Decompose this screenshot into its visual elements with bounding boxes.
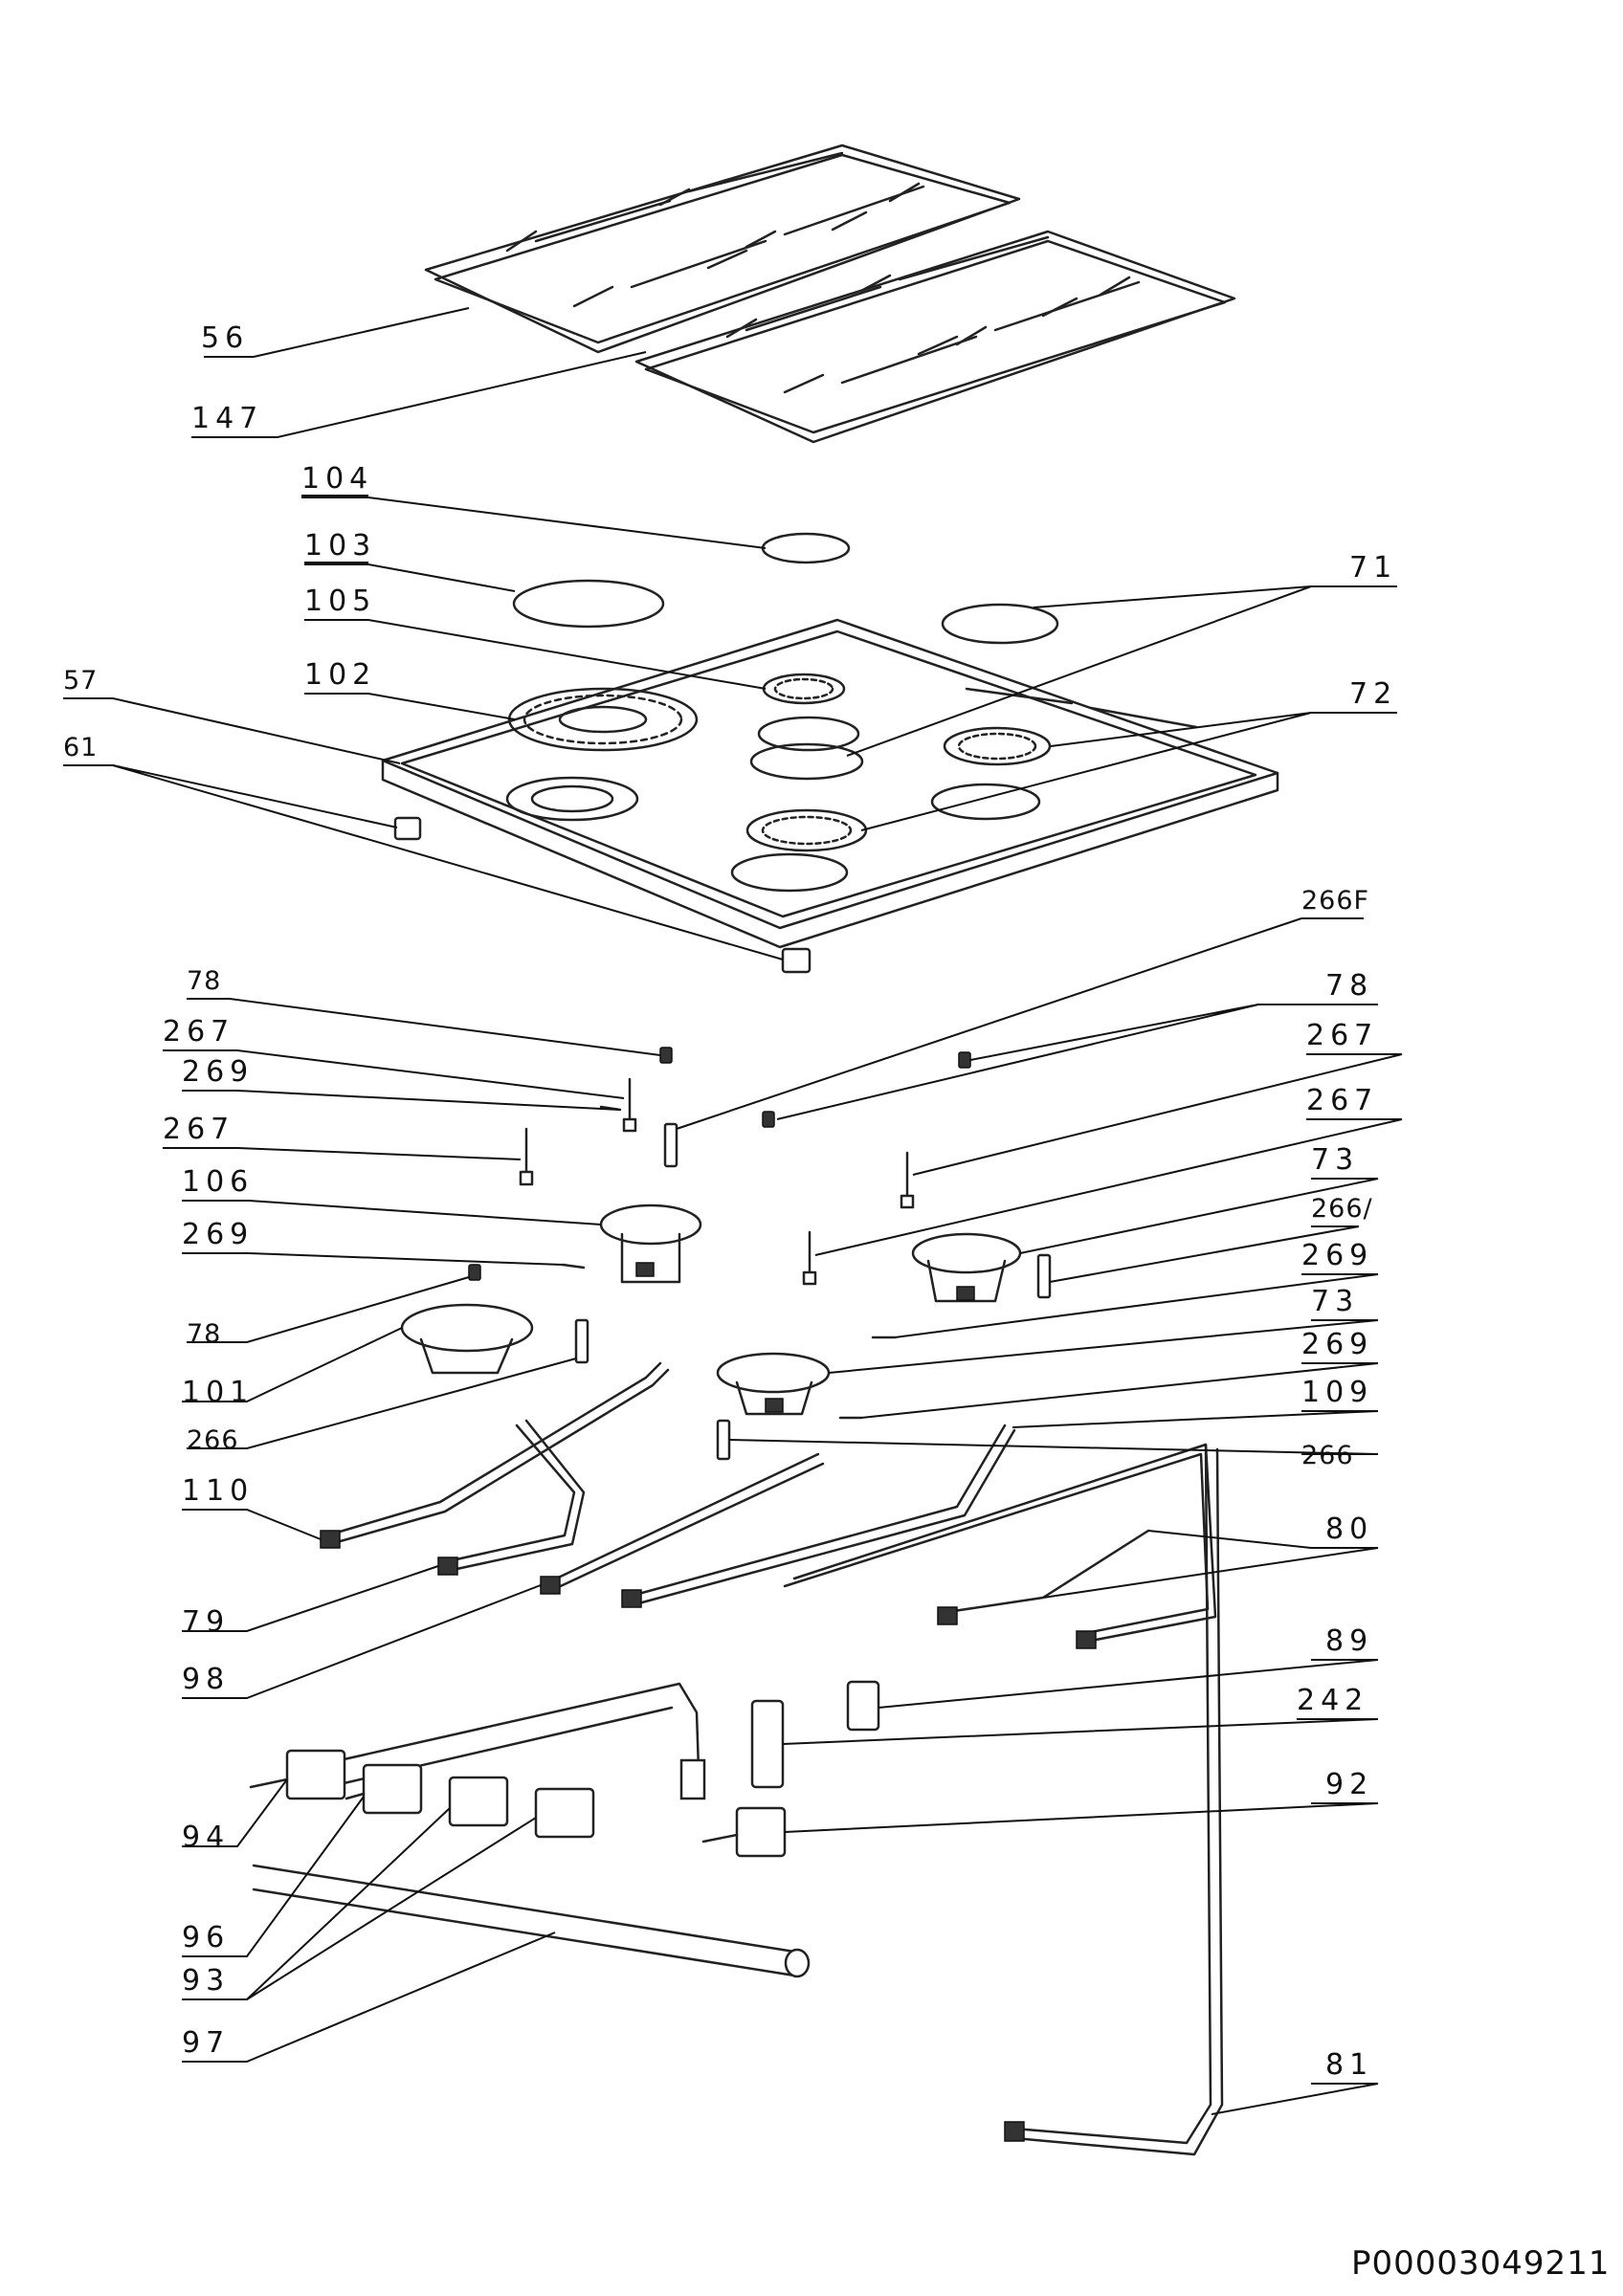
- burner-base-73-right: [911, 1232, 1022, 1303]
- label-101: 101: [182, 1376, 254, 1409]
- label-102: 102: [304, 658, 376, 692]
- clip-269-b: [561, 1263, 586, 1269]
- label-79: 79: [182, 1605, 230, 1639]
- hob-top-panel: [381, 618, 1279, 949]
- burner-base-73-center: [716, 1352, 831, 1416]
- thermocouple-266F: [663, 1122, 678, 1168]
- label-109: 109: [1301, 1376, 1373, 1409]
- gas-inlet-242: [750, 1699, 785, 1789]
- burner-crown-small: [762, 673, 846, 705]
- label-242: 242: [1297, 1684, 1368, 1717]
- label-92: 92: [1325, 1768, 1373, 1801]
- label-266-left: 266: [187, 1425, 239, 1455]
- burner-cap-small: [761, 532, 851, 564]
- gas-pipe-109: [621, 1424, 1016, 1608]
- gas-pipe-110: [320, 1361, 670, 1549]
- label-73-right: 73: [1311, 1143, 1359, 1177]
- gas-pipe-79: [437, 1419, 586, 1576]
- fixing-clip-front: [781, 947, 812, 974]
- label-81: 81: [1325, 2048, 1373, 2082]
- label-269-right-2: 269: [1301, 1328, 1373, 1361]
- label-78-left: 78: [187, 966, 221, 996]
- label-269-left: 269: [182, 1055, 254, 1089]
- injector-78-right: [958, 1051, 971, 1069]
- label-266-right-1: 266/: [1311, 1194, 1373, 1224]
- label-72: 72: [1349, 677, 1397, 711]
- label-93: 93: [182, 1964, 230, 1998]
- gas-tap-96: [345, 1763, 423, 1815]
- electrode-267-c: [900, 1151, 915, 1209]
- label-267-right-1: 267: [1306, 1019, 1378, 1052]
- gas-tap-93-a: [448, 1776, 509, 1827]
- label-98: 98: [182, 1663, 230, 1696]
- gas-connector-89: [846, 1680, 880, 1732]
- gas-pipe-98: [540, 1452, 825, 1595]
- burner-base-106: [599, 1203, 702, 1284]
- burner-crown-center: [745, 808, 868, 852]
- burner-crown-right: [943, 726, 1052, 766]
- thermocouple-266-right: [1036, 1253, 1052, 1299]
- label-80: 80: [1325, 1512, 1373, 1546]
- label-147: 147: [191, 402, 263, 435]
- manifold-pipe-97: [252, 1864, 811, 1978]
- gas-valve-92: [701, 1806, 787, 1858]
- label-57: 57: [63, 666, 98, 695]
- label-104: 104: [301, 462, 373, 496]
- document-code: P00003049211: [1351, 2244, 1611, 2283]
- thermocouple-266-center: [716, 1419, 731, 1461]
- burner-cap-center: [749, 742, 864, 781]
- label-78-lower: 78: [187, 1319, 221, 1349]
- label-78-right: 78: [1325, 969, 1373, 1003]
- label-266F: 266F: [1301, 886, 1369, 916]
- electrode-267-b: [519, 1127, 534, 1186]
- electrode-267-a: [622, 1077, 637, 1133]
- label-269-right-1: 269: [1301, 1239, 1373, 1272]
- thermocouple-266-left: [574, 1318, 589, 1364]
- label-94: 94: [182, 1821, 230, 1854]
- fixing-clip-left: [393, 816, 422, 841]
- gas-tap-94: [249, 1749, 346, 1800]
- burner-base-101: [400, 1303, 534, 1375]
- label-103: 103: [304, 529, 376, 563]
- label-56: 56: [201, 321, 249, 355]
- burner-cap-right: [941, 603, 1059, 645]
- label-73-lower: 73: [1311, 1285, 1359, 1318]
- label-267-right-2: 267: [1306, 1084, 1378, 1117]
- label-61: 61: [63, 733, 98, 762]
- label-96: 96: [182, 1921, 230, 1954]
- electrode-267-d: [802, 1230, 817, 1286]
- burner-crown-large: [507, 687, 699, 752]
- gas-pipe-81: [1004, 1443, 1224, 2156]
- label-267-left: 267: [163, 1015, 234, 1049]
- gas-tap-93-b: [534, 1787, 595, 1839]
- burner-cap-large: [512, 579, 665, 629]
- label-97: 97: [182, 2026, 230, 2060]
- injector-78-left: [659, 1047, 673, 1064]
- label-267-left-b: 267: [163, 1113, 234, 1146]
- injector-78-lower: [468, 1264, 481, 1281]
- pan-support-left: [424, 144, 1021, 354]
- leader-lines: [63, 307, 1403, 2115]
- part-labels: 56 147 104 103 71 105 102 72 57 61 266F …: [63, 321, 1397, 2082]
- label-110: 110: [182, 1474, 254, 1508]
- label-269-left-b: 269: [182, 1218, 254, 1251]
- label-89: 89: [1325, 1624, 1373, 1658]
- label-106: 106: [182, 1165, 254, 1199]
- label-71: 71: [1349, 551, 1397, 585]
- pan-support-right: [634, 230, 1236, 444]
- label-105: 105: [304, 585, 376, 618]
- injector-center: [762, 1111, 775, 1128]
- gas-pipe-80: [783, 1443, 1217, 1649]
- label-266-right-2: 266: [1301, 1441, 1354, 1470]
